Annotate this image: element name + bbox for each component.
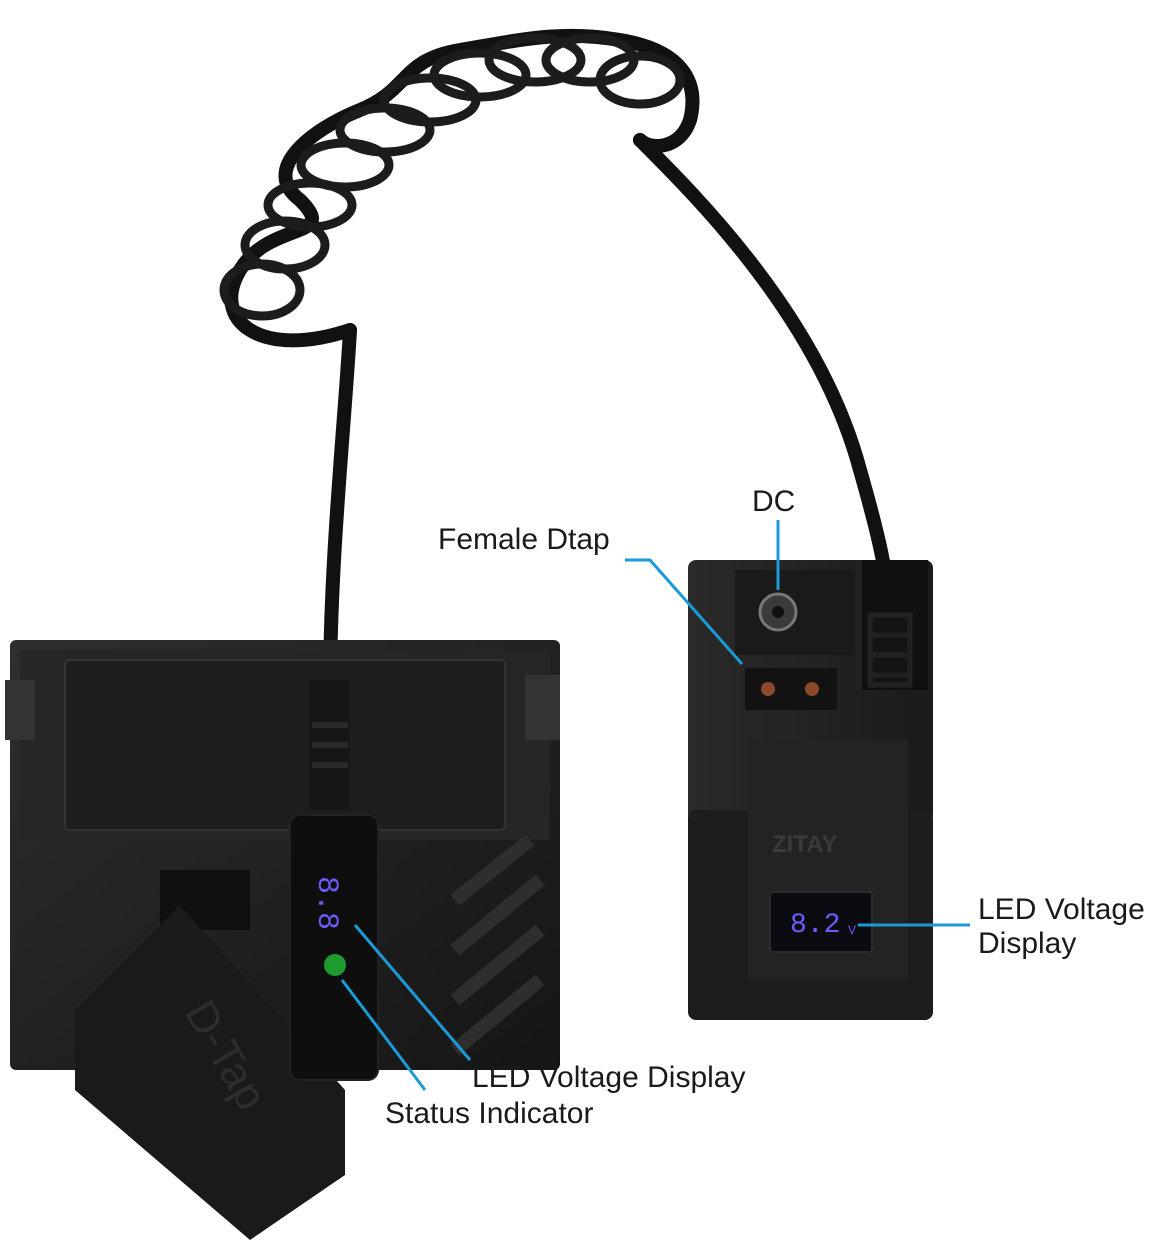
label-dc: DC xyxy=(752,485,796,518)
callout-led-left xyxy=(353,924,472,1061)
brand-mark: ZITAY xyxy=(772,831,837,858)
label-led-right-line1: LED Voltage xyxy=(978,893,1145,926)
voltage-unit: V xyxy=(848,923,856,937)
callout-status xyxy=(340,979,427,1091)
cable-coils xyxy=(219,33,685,321)
dtap-cap: D-Tap xyxy=(75,905,345,1240)
label-led-right-line2: Display xyxy=(978,927,1077,960)
callout-lines xyxy=(340,520,970,1091)
voltage-reading-right: 8.2 xyxy=(790,910,840,941)
voltage-digits-left: 8.8 xyxy=(309,876,343,930)
label-female-dtap: Female Dtap xyxy=(438,523,610,556)
callout-female-dtap xyxy=(625,558,744,665)
label-led-voltage-display-left: LED Voltage Display xyxy=(472,1061,746,1094)
controller-module: 8.8 xyxy=(289,680,379,1081)
status-led xyxy=(324,954,346,976)
label-status-indicator: Status Indicator xyxy=(385,1097,594,1130)
cable-strain-relief xyxy=(867,612,913,688)
label-led-voltage-display-right: LED Voltage Display xyxy=(978,893,1174,961)
